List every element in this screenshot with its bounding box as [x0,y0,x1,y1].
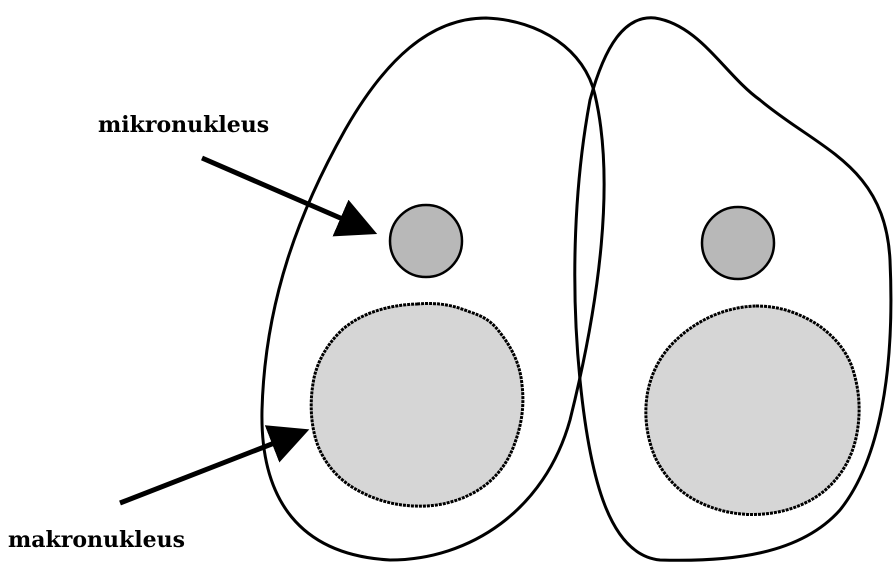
right-macronucleus [646,306,859,515]
left-macronucleus [311,303,523,506]
micronucleus-arrow [202,158,368,230]
macronucleus-label: makronukleus [8,527,185,553]
micronucleus-label: mikronukleus [98,112,269,138]
right-micronucleus [702,207,774,279]
left-micronucleus [390,205,462,277]
macronucleus-arrow [120,433,300,503]
